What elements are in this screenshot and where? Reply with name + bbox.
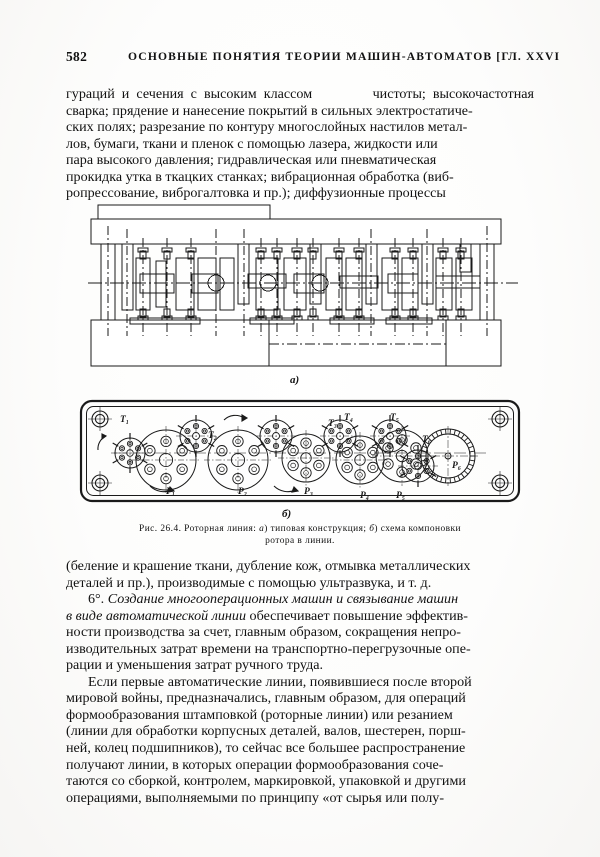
body-text-bottom: (беление и крашение ткани, дубление кож,… bbox=[66, 558, 534, 806]
text-line: пара высокого давления; гидравлическая и… bbox=[66, 152, 437, 169]
text-line: лов, бумаги, ткани и пленок с помощью ла… bbox=[66, 135, 438, 152]
rotor-label-working: P₄ bbox=[360, 491, 369, 501]
rotor-label-working: P₂ bbox=[238, 487, 247, 497]
caption-mark-b: б bbox=[369, 524, 375, 534]
text-line: ских полях; разрезание по контуру многос… bbox=[66, 119, 468, 136]
rotor-label-working: P₃ bbox=[304, 487, 313, 497]
page-number: 582 bbox=[66, 49, 88, 64]
rotor-label-transport: T₆ bbox=[422, 435, 431, 445]
rotor-label-working: P₁ bbox=[166, 487, 175, 497]
rotor-label-transport: T₂ bbox=[208, 431, 217, 441]
running-head: 582 ОСНОВНЫЕ ПОНЯТИЯ ТЕОРИИ МАШИН-АВТОМА… bbox=[0, 49, 600, 67]
rotor-label-transport: T₄ bbox=[344, 413, 353, 423]
figure-b-rotor-layout: T₁ T₂ T₃ T₄ T₅ T₆ P₁ P₂ P₃ P₄ P₅ P₆ bbox=[78, 398, 522, 504]
text-line: операциями, выполняемыми по принципу «от… bbox=[66, 789, 445, 806]
text-line: сварка; прядение и нанесение покрытий в … bbox=[66, 102, 473, 119]
caption-text-b: ) схема компоновки bbox=[374, 524, 461, 534]
text-line: таются со сборкой, контролем, маркировко… bbox=[66, 773, 466, 790]
text-line: в виде автоматической линии обеспечивает… bbox=[66, 607, 468, 624]
text-line: прокидка утка в ткацких станках; вибраци… bbox=[66, 168, 454, 185]
text-line: Если первые автоматические линии, появив… bbox=[88, 673, 472, 690]
caption-prefix: Рис. 26.4. Роторная линия: bbox=[139, 524, 260, 534]
text-line: ности производства за счет, главным обра… bbox=[66, 624, 461, 641]
figure-sublabel-b: б) bbox=[282, 508, 292, 520]
figure-caption-line-2: ротора в линии. bbox=[265, 535, 335, 546]
figure-sublabel-a: а) bbox=[290, 374, 300, 386]
text-line: ней, колец подшипников), то сейчас все б… bbox=[66, 740, 466, 757]
rotor-label-transport: T₃ bbox=[328, 419, 337, 429]
text-line: (линии для обработки корпусных деталей, … bbox=[66, 723, 466, 740]
text-line: рации и уменьшения затрат ручного труда. bbox=[66, 657, 324, 674]
text-line: ропрессование, виброгалтовка и пр.); диф… bbox=[66, 185, 446, 202]
caption-text-a: ) типовая конструкция; bbox=[264, 524, 370, 534]
rotor-label-transport: T₅ bbox=[390, 413, 399, 423]
figure-caption-line-1: Рис. 26.4. Роторная линия: а) типовая ко… bbox=[66, 524, 534, 536]
text-line: деталей и пр.), производимые с помощью у… bbox=[66, 574, 432, 591]
text-line: получают линии, в которых операции формо… bbox=[66, 756, 444, 773]
figure-a-machine-elevation bbox=[88, 196, 518, 368]
text-line: мировой войны, предназначались, главным … bbox=[66, 690, 466, 707]
rotor-label-working: P₆ bbox=[452, 461, 461, 471]
figure-caption: Рис. 26.4. Роторная линия: а) типовая ко… bbox=[66, 524, 534, 547]
rotor-label-working: P₅ bbox=[396, 491, 405, 501]
running-title: ОСНОВНЫЕ ПОНЯТИЯ ТЕОРИИ МАШИН-АВТОМАТОВ … bbox=[128, 50, 561, 63]
text-line: формообразования штамповкой (роторные ли… bbox=[66, 706, 453, 723]
text-line: (беление и крашение ткани, дубление кож,… bbox=[66, 558, 471, 574]
text-line: изводительных затрат времени на транспор… bbox=[66, 640, 471, 657]
rotor-label-transport: T₁ bbox=[120, 415, 129, 425]
caption-mark-a: а bbox=[259, 524, 265, 534]
text-line: 6°. Создание многооперационных машин и с… bbox=[88, 591, 459, 608]
